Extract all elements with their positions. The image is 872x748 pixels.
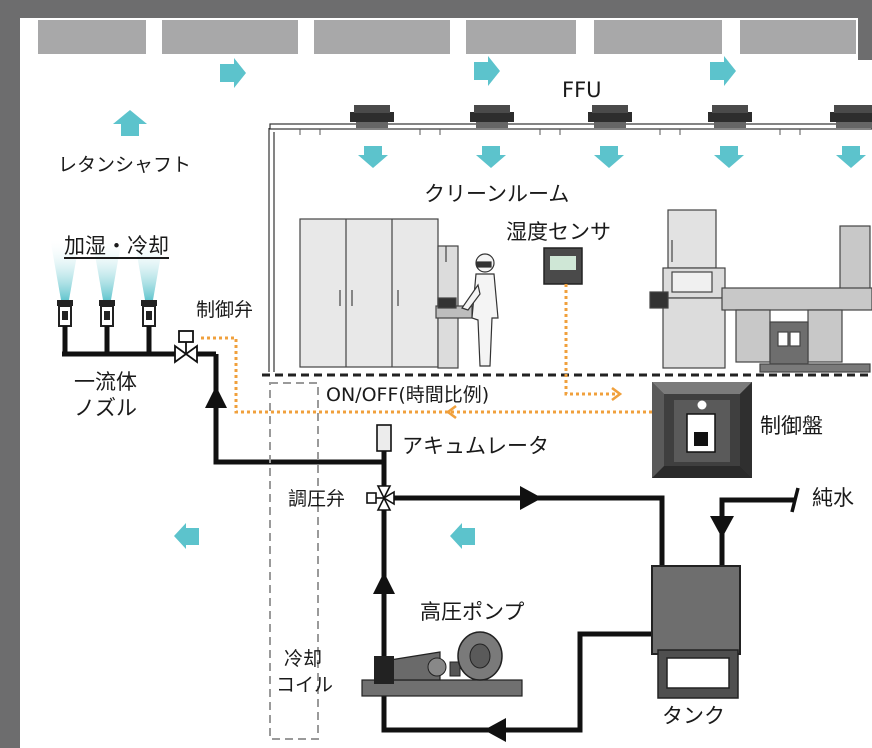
flow-arrow-left	[484, 718, 506, 742]
flow-arrow-up-2	[373, 572, 395, 594]
ffu-label: FFU	[562, 78, 602, 102]
pure-water-label: 純水	[812, 486, 854, 510]
high-pressure-pump-icon	[361, 631, 523, 697]
tank-label: タンク	[662, 704, 725, 728]
mist-spray-cones	[50, 238, 164, 300]
airflow-down-arrow-4	[714, 146, 744, 168]
ffu-unit-5	[830, 105, 872, 128]
water-piping	[62, 326, 796, 733]
ffu-unit-1	[350, 105, 394, 128]
humidity-sensor-label: 湿度センサ	[506, 220, 611, 244]
airflow-arrows	[113, 56, 866, 549]
humidify-cool-label: 加湿・冷却	[64, 234, 169, 258]
pressure-valve-icon	[366, 485, 395, 511]
control-valve-icon	[174, 330, 198, 364]
ffu-unit-3	[588, 105, 632, 128]
accumulator-label: アキュムレータ	[402, 434, 549, 458]
clean-room-label: クリーンルーム	[424, 182, 570, 206]
ceiling-panels	[38, 20, 856, 54]
airflow-down-arrow-3	[594, 146, 624, 168]
cleanroom-operator	[461, 253, 499, 367]
airflow-down-arrow-1	[358, 146, 388, 168]
clean-room-wall	[268, 128, 275, 372]
pure-water-inlet	[790, 487, 800, 513]
return-shaft-label: レタンシャフト	[58, 154, 192, 176]
workstation-1	[435, 245, 473, 369]
nozzle-icon-3	[141, 300, 157, 327]
control-panel-icon	[652, 382, 752, 478]
airflow-left-arrow-1	[174, 523, 199, 549]
control-signal-lines	[200, 284, 652, 414]
nozzle-icon-2	[99, 300, 115, 327]
signal-arrows	[445, 386, 623, 420]
ffu-unit-2	[470, 105, 514, 128]
spray-nozzles	[57, 300, 157, 327]
cooling-coil-label-line2: コイル	[276, 674, 334, 696]
process-equipment	[721, 225, 872, 373]
tank-icon	[651, 565, 741, 699]
airflow-up-arrow	[113, 110, 147, 136]
airflow-right-arrow-3	[710, 56, 736, 86]
airflow-left-arrow-2	[450, 523, 475, 549]
process-machine	[649, 209, 726, 369]
control-panel-label: 制御盤	[760, 414, 823, 438]
pressure-valve-label: 調圧弁	[288, 488, 346, 510]
cooling-coil-label-line1: 冷却	[284, 648, 323, 670]
nozzle-icon-1	[57, 300, 73, 327]
storage-cabinet	[299, 218, 439, 368]
flow-arrows	[205, 386, 734, 742]
humidity-sensor-icon	[543, 247, 583, 285]
hp-pump-label: 高圧ポンプ	[420, 600, 525, 624]
airflow-down-arrow-5	[836, 146, 866, 168]
onoff-signal-label: ON/OFF(時間比例)	[326, 384, 490, 406]
flow-arrow-down	[710, 516, 734, 538]
airflow-right-arrow-1	[220, 58, 246, 88]
accumulator-icon	[376, 424, 392, 452]
cooling-coil-box	[269, 382, 319, 740]
nozzle-label-line1: 一流体	[74, 370, 137, 394]
airflow-right-arrow-2	[474, 56, 500, 86]
flow-arrow-right	[520, 486, 542, 510]
airflow-down-arrow-2	[476, 146, 506, 168]
nozzle-label-line2: ノズル	[74, 396, 137, 420]
control-valve-label: 制御弁	[196, 299, 254, 321]
ffu-system	[269, 105, 872, 135]
flow-arrow-up-1	[205, 386, 227, 408]
ffu-unit-4	[708, 105, 752, 128]
